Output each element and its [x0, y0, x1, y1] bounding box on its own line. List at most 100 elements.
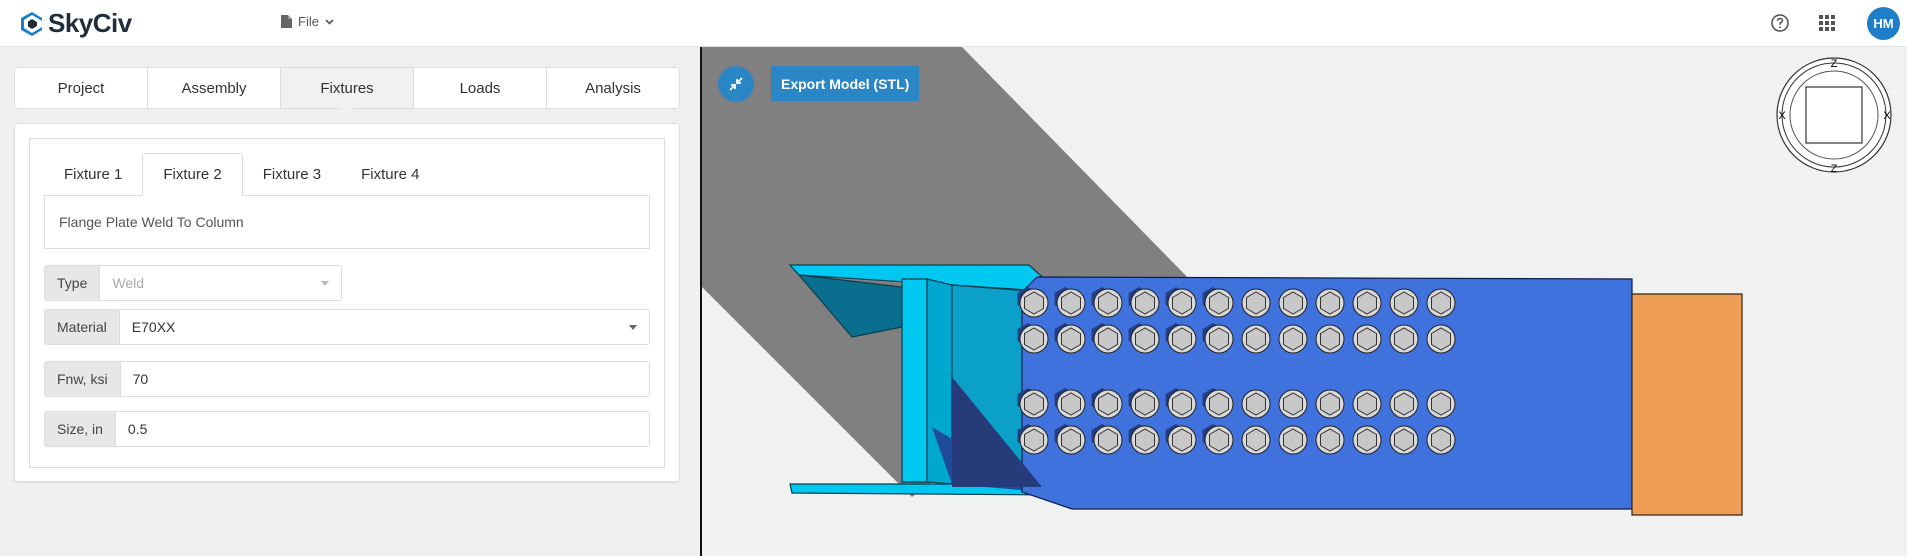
- bolt-head: [1246, 291, 1266, 315]
- material-label: Material: [44, 309, 119, 345]
- user-avatar[interactable]: HM: [1867, 7, 1900, 40]
- bolt-head: [1246, 428, 1266, 452]
- bolt-head: [1209, 392, 1229, 416]
- bolt-head: [1431, 392, 1451, 416]
- bolt-head: [1024, 392, 1044, 416]
- type-label: Type: [44, 265, 100, 301]
- bolt-head: [1431, 291, 1451, 315]
- bolt-head: [1061, 291, 1081, 315]
- bolt-head: [1135, 291, 1155, 315]
- file-menu[interactable]: File: [281, 14, 334, 29]
- bolt-head: [1283, 327, 1303, 351]
- fixture-panel: Fixture 1 Fixture 2 Fixture 3 Fixture 4 …: [29, 138, 665, 468]
- fnw-input[interactable]: 70: [119, 361, 650, 397]
- skyciv-logo-icon: [21, 11, 42, 36]
- bolt-head: [1209, 291, 1229, 315]
- connection-model[interactable]: [702, 47, 1907, 556]
- bolt-head: [1135, 392, 1155, 416]
- beam-member: [1631, 293, 1743, 516]
- bolt-head: [1172, 327, 1192, 351]
- bolt-head: [1098, 327, 1118, 351]
- bolt-head: [1320, 327, 1340, 351]
- navcube-x-right-label: X: [1883, 110, 1891, 122]
- tab-loads[interactable]: Loads: [414, 68, 547, 108]
- navcube-z-bottom-label: Z: [1831, 163, 1838, 175]
- navigation-cube[interactable]: Z Z X X: [1774, 55, 1894, 175]
- export-model-button[interactable]: Export Model (STL): [771, 66, 920, 101]
- bolt-head: [1394, 392, 1414, 416]
- compress-icon: [729, 77, 743, 91]
- bolt-head: [1394, 291, 1414, 315]
- navcube-x-left-label: X: [1778, 110, 1786, 122]
- tab-fixtures[interactable]: Fixtures: [281, 68, 414, 115]
- size-field: Size, in 0.5: [44, 411, 650, 447]
- bolt-head: [1172, 428, 1192, 452]
- fnw-label: Fnw, ksi: [44, 361, 120, 397]
- tab-fixture-2[interactable]: Fixture 2: [142, 153, 243, 196]
- bolt-head: [1357, 291, 1377, 315]
- bolt-head: [1209, 327, 1229, 351]
- bolt-head: [1320, 428, 1340, 452]
- bolt-head: [1431, 327, 1451, 351]
- tab-project[interactable]: Project: [15, 68, 148, 108]
- material-select[interactable]: E70XX: [118, 309, 650, 345]
- bolt-head: [1024, 428, 1044, 452]
- bolt-head: [1357, 392, 1377, 416]
- size-input[interactable]: 0.5: [114, 411, 650, 447]
- size-label: Size, in: [44, 411, 115, 447]
- bolt-head: [1283, 291, 1303, 315]
- bolt-head: [1098, 392, 1118, 416]
- bolt-head: [1135, 428, 1155, 452]
- tab-assembly[interactable]: Assembly: [148, 68, 281, 108]
- bolt-head: [1061, 327, 1081, 351]
- panel-divider[interactable]: [700, 47, 702, 556]
- fixture-description: Flange Plate Weld To Column: [44, 195, 650, 249]
- bolt-head: [1283, 392, 1303, 416]
- bolt-head: [1098, 291, 1118, 315]
- bolt-head: [1209, 428, 1229, 452]
- model-viewport[interactable]: Z Z X X: [702, 47, 1907, 556]
- tab-analysis[interactable]: Analysis: [585, 79, 641, 97]
- file-menu-label: File: [298, 14, 319, 29]
- bolt-head: [1320, 392, 1340, 416]
- type-select[interactable]: Weld: [99, 265, 342, 301]
- bolt-head: [1061, 392, 1081, 416]
- type-value: Weld: [112, 275, 145, 291]
- material-field: Material E70XX: [44, 309, 650, 345]
- fixture-tabs: Fixture 1 Fixture 2 Fixture 3 Fixture 4: [44, 153, 439, 196]
- navcube-z-top-label: Z: [1831, 58, 1838, 70]
- top-bar: SkyCiv File HM: [0, 0, 1907, 47]
- bolt-head: [1172, 392, 1192, 416]
- bolt-head: [1061, 428, 1081, 452]
- tab-fixture-3[interactable]: Fixture 3: [262, 166, 322, 183]
- bolt-head: [1394, 327, 1414, 351]
- weld-shadow: [952, 377, 1042, 487]
- bolt-head: [1098, 428, 1118, 452]
- material-value: E70XX: [131, 319, 176, 335]
- fixture-card: Fixture 1 Fixture 2 Fixture 3 Fixture 4 …: [14, 123, 680, 482]
- skyciv-logo[interactable]: SkyCiv: [20, 8, 132, 39]
- bolt-head: [1431, 428, 1451, 452]
- main-tabs: Project Assembly Fixtures Loads Analysis: [14, 67, 680, 115]
- file-icon: [281, 15, 292, 28]
- apps-grid-icon[interactable]: [1815, 11, 1839, 35]
- tab-fixture-4[interactable]: Fixture 4: [361, 166, 420, 183]
- fnw-field: Fnw, ksi 70: [44, 361, 650, 397]
- caret-down-icon: [629, 325, 637, 330]
- bolt-head: [1394, 428, 1414, 452]
- chevron-down-icon: [325, 18, 334, 25]
- bolt-head: [1320, 291, 1340, 315]
- bolt-head: [1246, 392, 1266, 416]
- bolt-head: [1172, 291, 1192, 315]
- bolt-head: [1024, 291, 1044, 315]
- collapse-view-button[interactable]: [718, 66, 754, 102]
- caret-down-icon: [321, 281, 329, 286]
- bolt-group: [1017, 287, 1456, 455]
- bolt-head: [1024, 327, 1044, 351]
- help-icon[interactable]: [1768, 11, 1792, 35]
- bolt-head: [1357, 428, 1377, 452]
- brand-name: SkyCiv: [48, 8, 132, 38]
- bolt-head: [1246, 327, 1266, 351]
- type-field: Type Weld: [44, 265, 342, 301]
- tab-fixture-1[interactable]: Fixture 1: [64, 166, 123, 183]
